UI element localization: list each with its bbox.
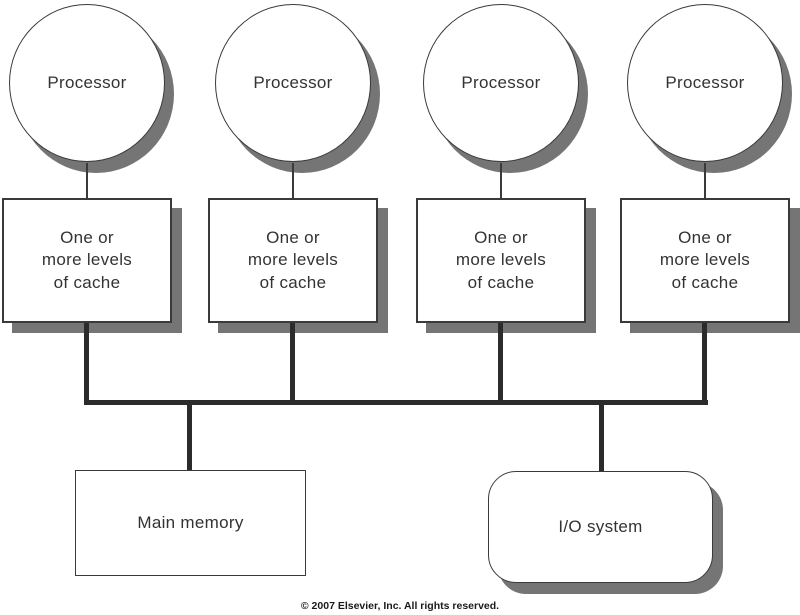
- cache-box: One or more levels of cache: [208, 198, 378, 323]
- cache-bus-connector: [702, 323, 707, 401]
- bus-io-connector: [599, 405, 604, 471]
- main-memory-box: Main memory: [75, 470, 306, 576]
- io-system-label: I/O system: [558, 517, 643, 536]
- processor-cache-connector: [500, 163, 502, 198]
- io-system-box: I/O system: [488, 471, 713, 583]
- main-memory-label: Main memory: [137, 513, 244, 532]
- cache-label: One or more levels of cache: [41, 227, 133, 292]
- processor-cache-connector: [704, 163, 706, 198]
- processor-circle: Processor: [627, 4, 783, 162]
- shared-bus-line: [84, 400, 708, 405]
- processor-label: Processor: [665, 73, 745, 92]
- cache-label: One or more levels of cache: [247, 227, 339, 292]
- processor-label: Processor: [47, 73, 127, 92]
- processor-cache-connector: [86, 163, 88, 198]
- cache-bus-connector: [498, 323, 503, 401]
- cache-label: One or more levels of cache: [455, 227, 547, 292]
- processor-circle: Processor: [9, 4, 165, 162]
- cache-box: One or more levels of cache: [2, 198, 172, 323]
- cache-bus-connector: [290, 323, 295, 401]
- processor-label: Processor: [461, 73, 541, 92]
- cache-box: One or more levels of cache: [620, 198, 790, 323]
- processor-label: Processor: [253, 73, 333, 92]
- processor-circle: Processor: [423, 4, 579, 162]
- copyright-text: © 2007 Elsevier, Inc. All rights reserve…: [300, 600, 500, 612]
- processor-cache-connector: [292, 163, 294, 198]
- processor-circle: Processor: [215, 4, 371, 162]
- cache-bus-connector: [84, 323, 89, 401]
- bus-memory-connector: [187, 405, 192, 470]
- cache-label: One or more levels of cache: [659, 227, 751, 292]
- cache-box: One or more levels of cache: [416, 198, 586, 323]
